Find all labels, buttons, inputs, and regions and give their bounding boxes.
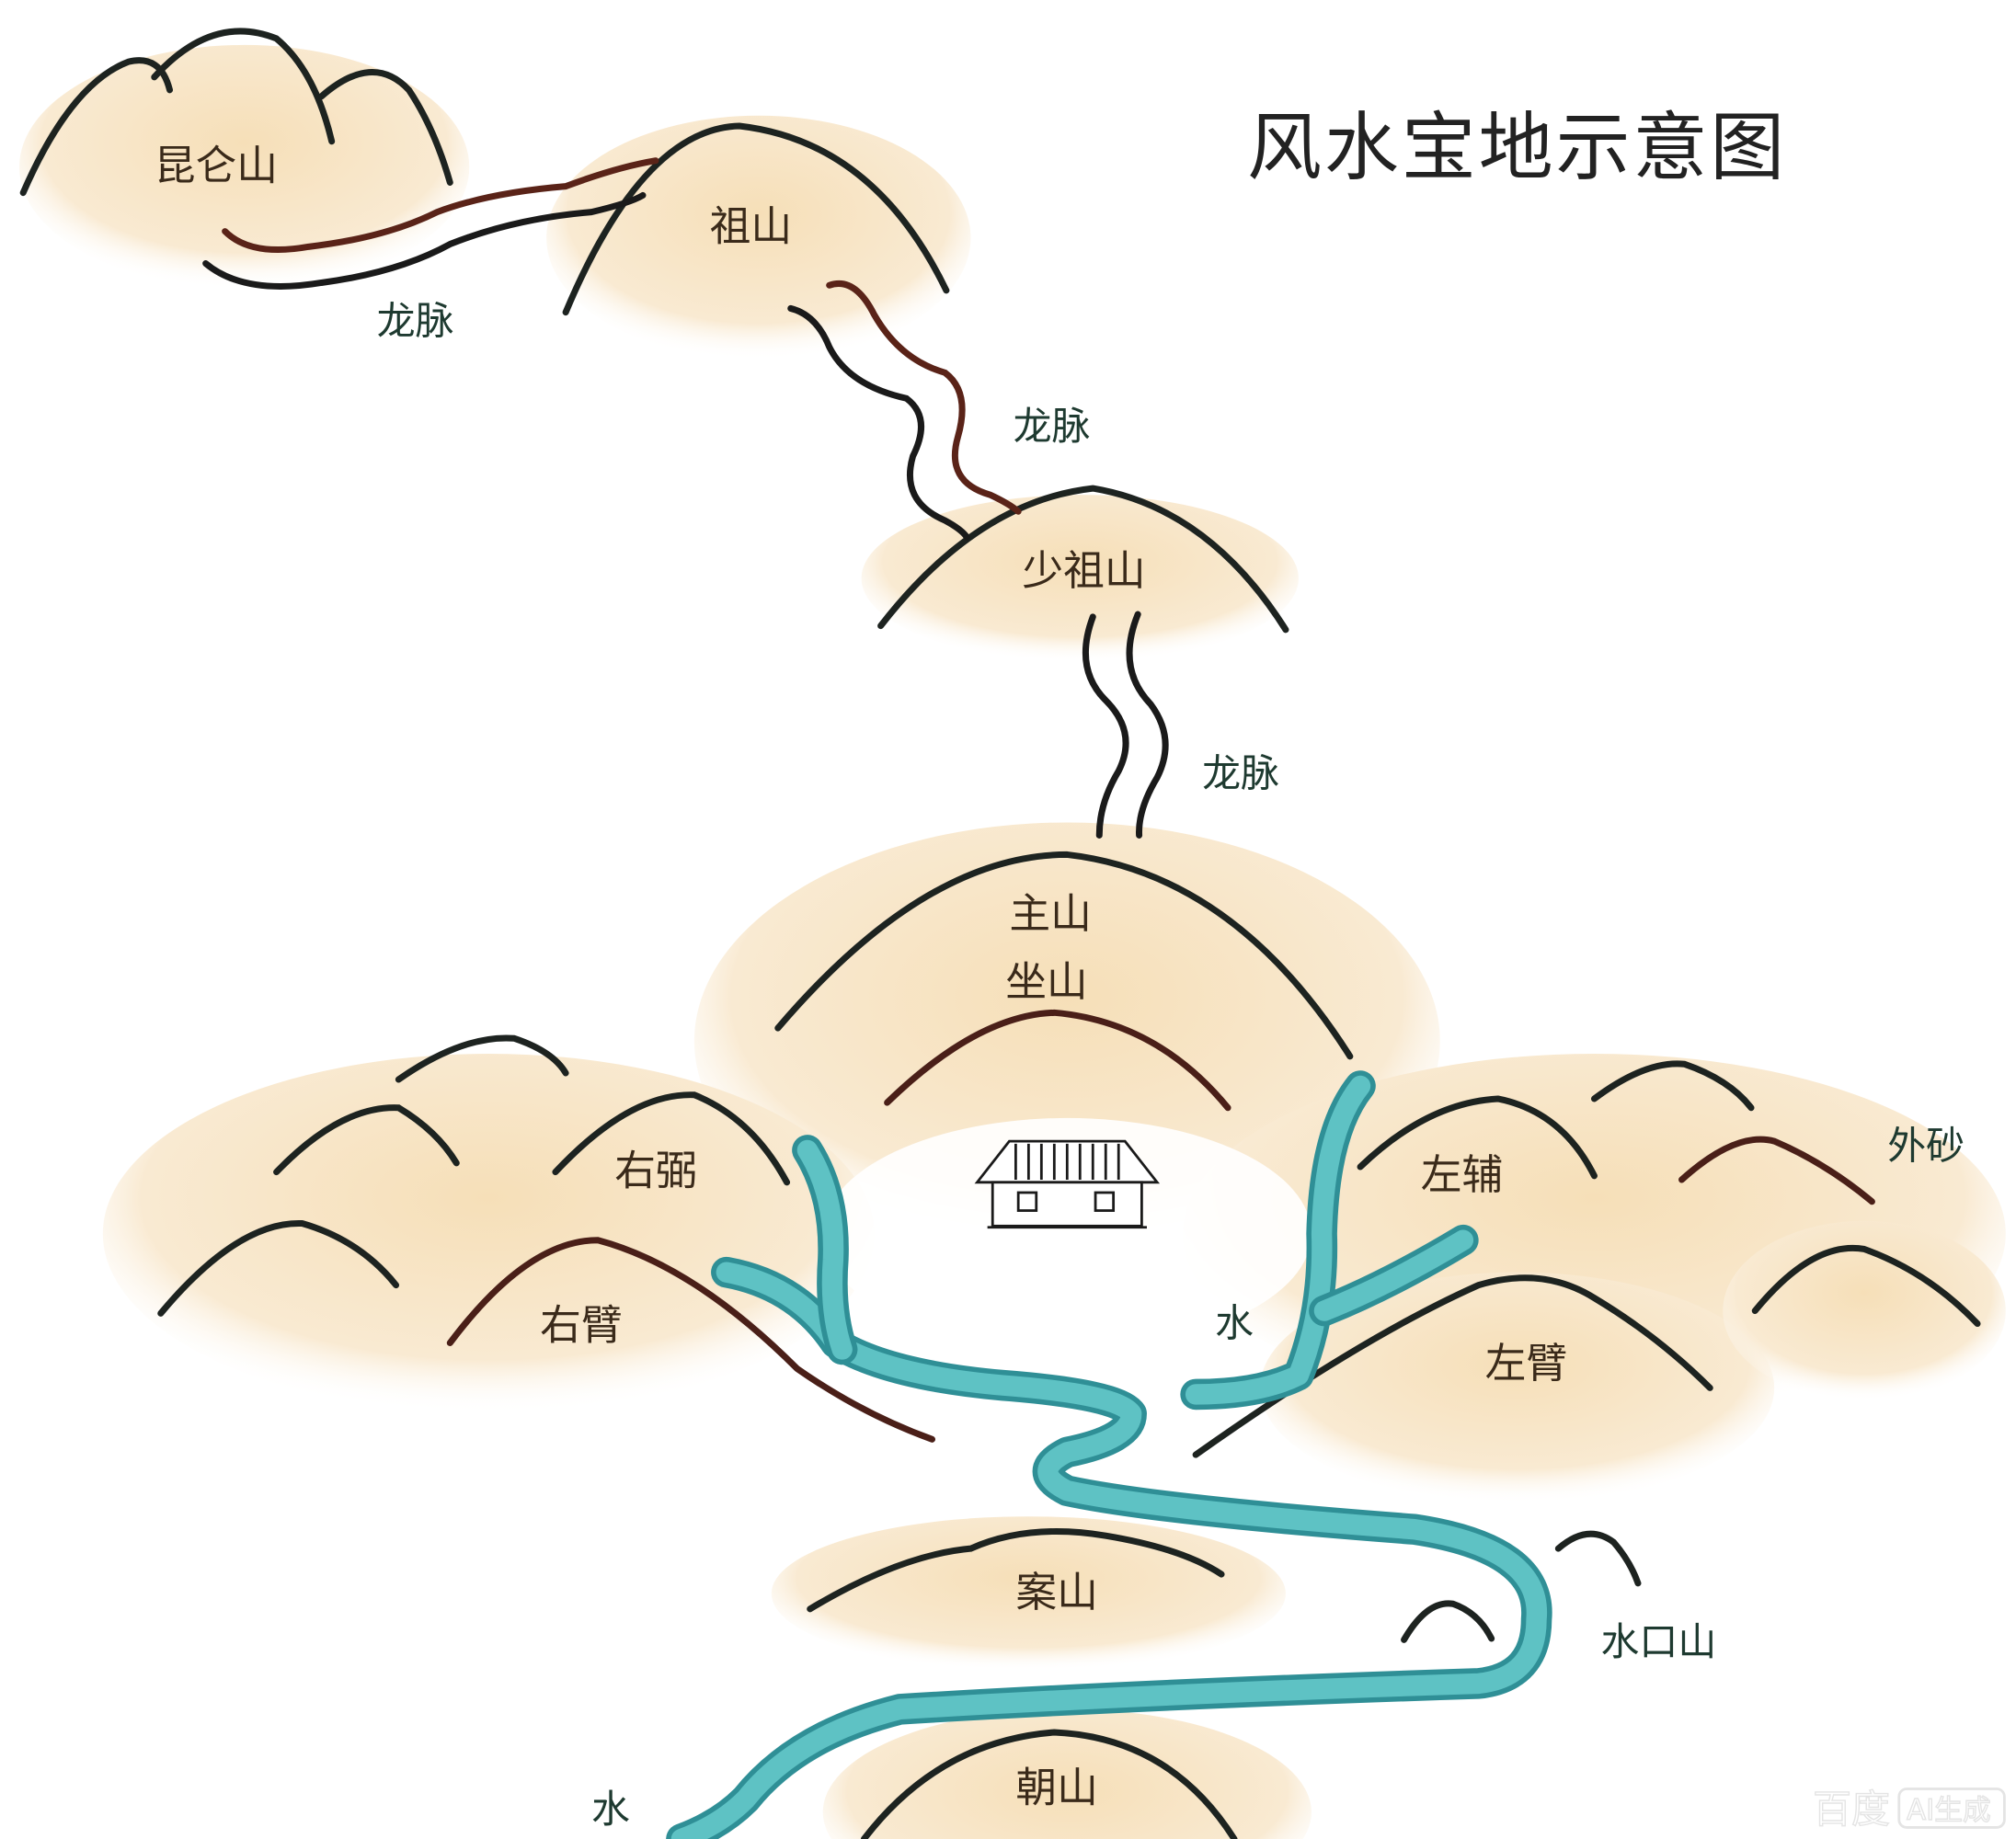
diagram-title: 风水宝地示意图 [1247,106,1787,192]
label-longmai-3: 龙脉 [1202,750,1279,795]
label-zuobi-arm: 左臂 [1485,1339,1567,1388]
label-youbi: 右弼 [614,1147,696,1195]
label-water-1: 水 [1215,1301,1254,1346]
label-zushan: 祖山 [710,201,792,250]
mountain-fills [18,44,2006,1839]
mountain-ridges [19,28,1981,1839]
label-zuoshan: 坐山 [1005,957,1087,1006]
label-shaozushan: 少祖山 [1022,546,1145,595]
label-waisha: 外砂 [1887,1124,1964,1169]
watermark: 百度 AI生成 [1812,1786,2006,1833]
label-longmai-1: 龙脉 [377,298,454,343]
label-zuofu: 左辅 [1421,1150,1503,1199]
house-icon [974,1139,1161,1229]
watermark-tag: AI生成 [1907,1794,1991,1827]
label-zhushan: 主山 [1009,889,1091,938]
label-anshan: 案山 [1015,1568,1097,1616]
label-shuikoushan: 水口山 [1600,1619,1716,1664]
label-longmai-2: 龙脉 [1014,404,1091,449]
label-chaoshan: 朝山 [1015,1763,1097,1811]
dragon-veins [202,157,1169,839]
label-youbi-arm: 右臂 [540,1300,622,1349]
label-kunlun: 昆仑山 [155,142,278,190]
label-water-2: 水 [591,1787,630,1832]
river [666,1070,1552,1839]
watermark-brand: 百度 [1813,1787,1890,1832]
